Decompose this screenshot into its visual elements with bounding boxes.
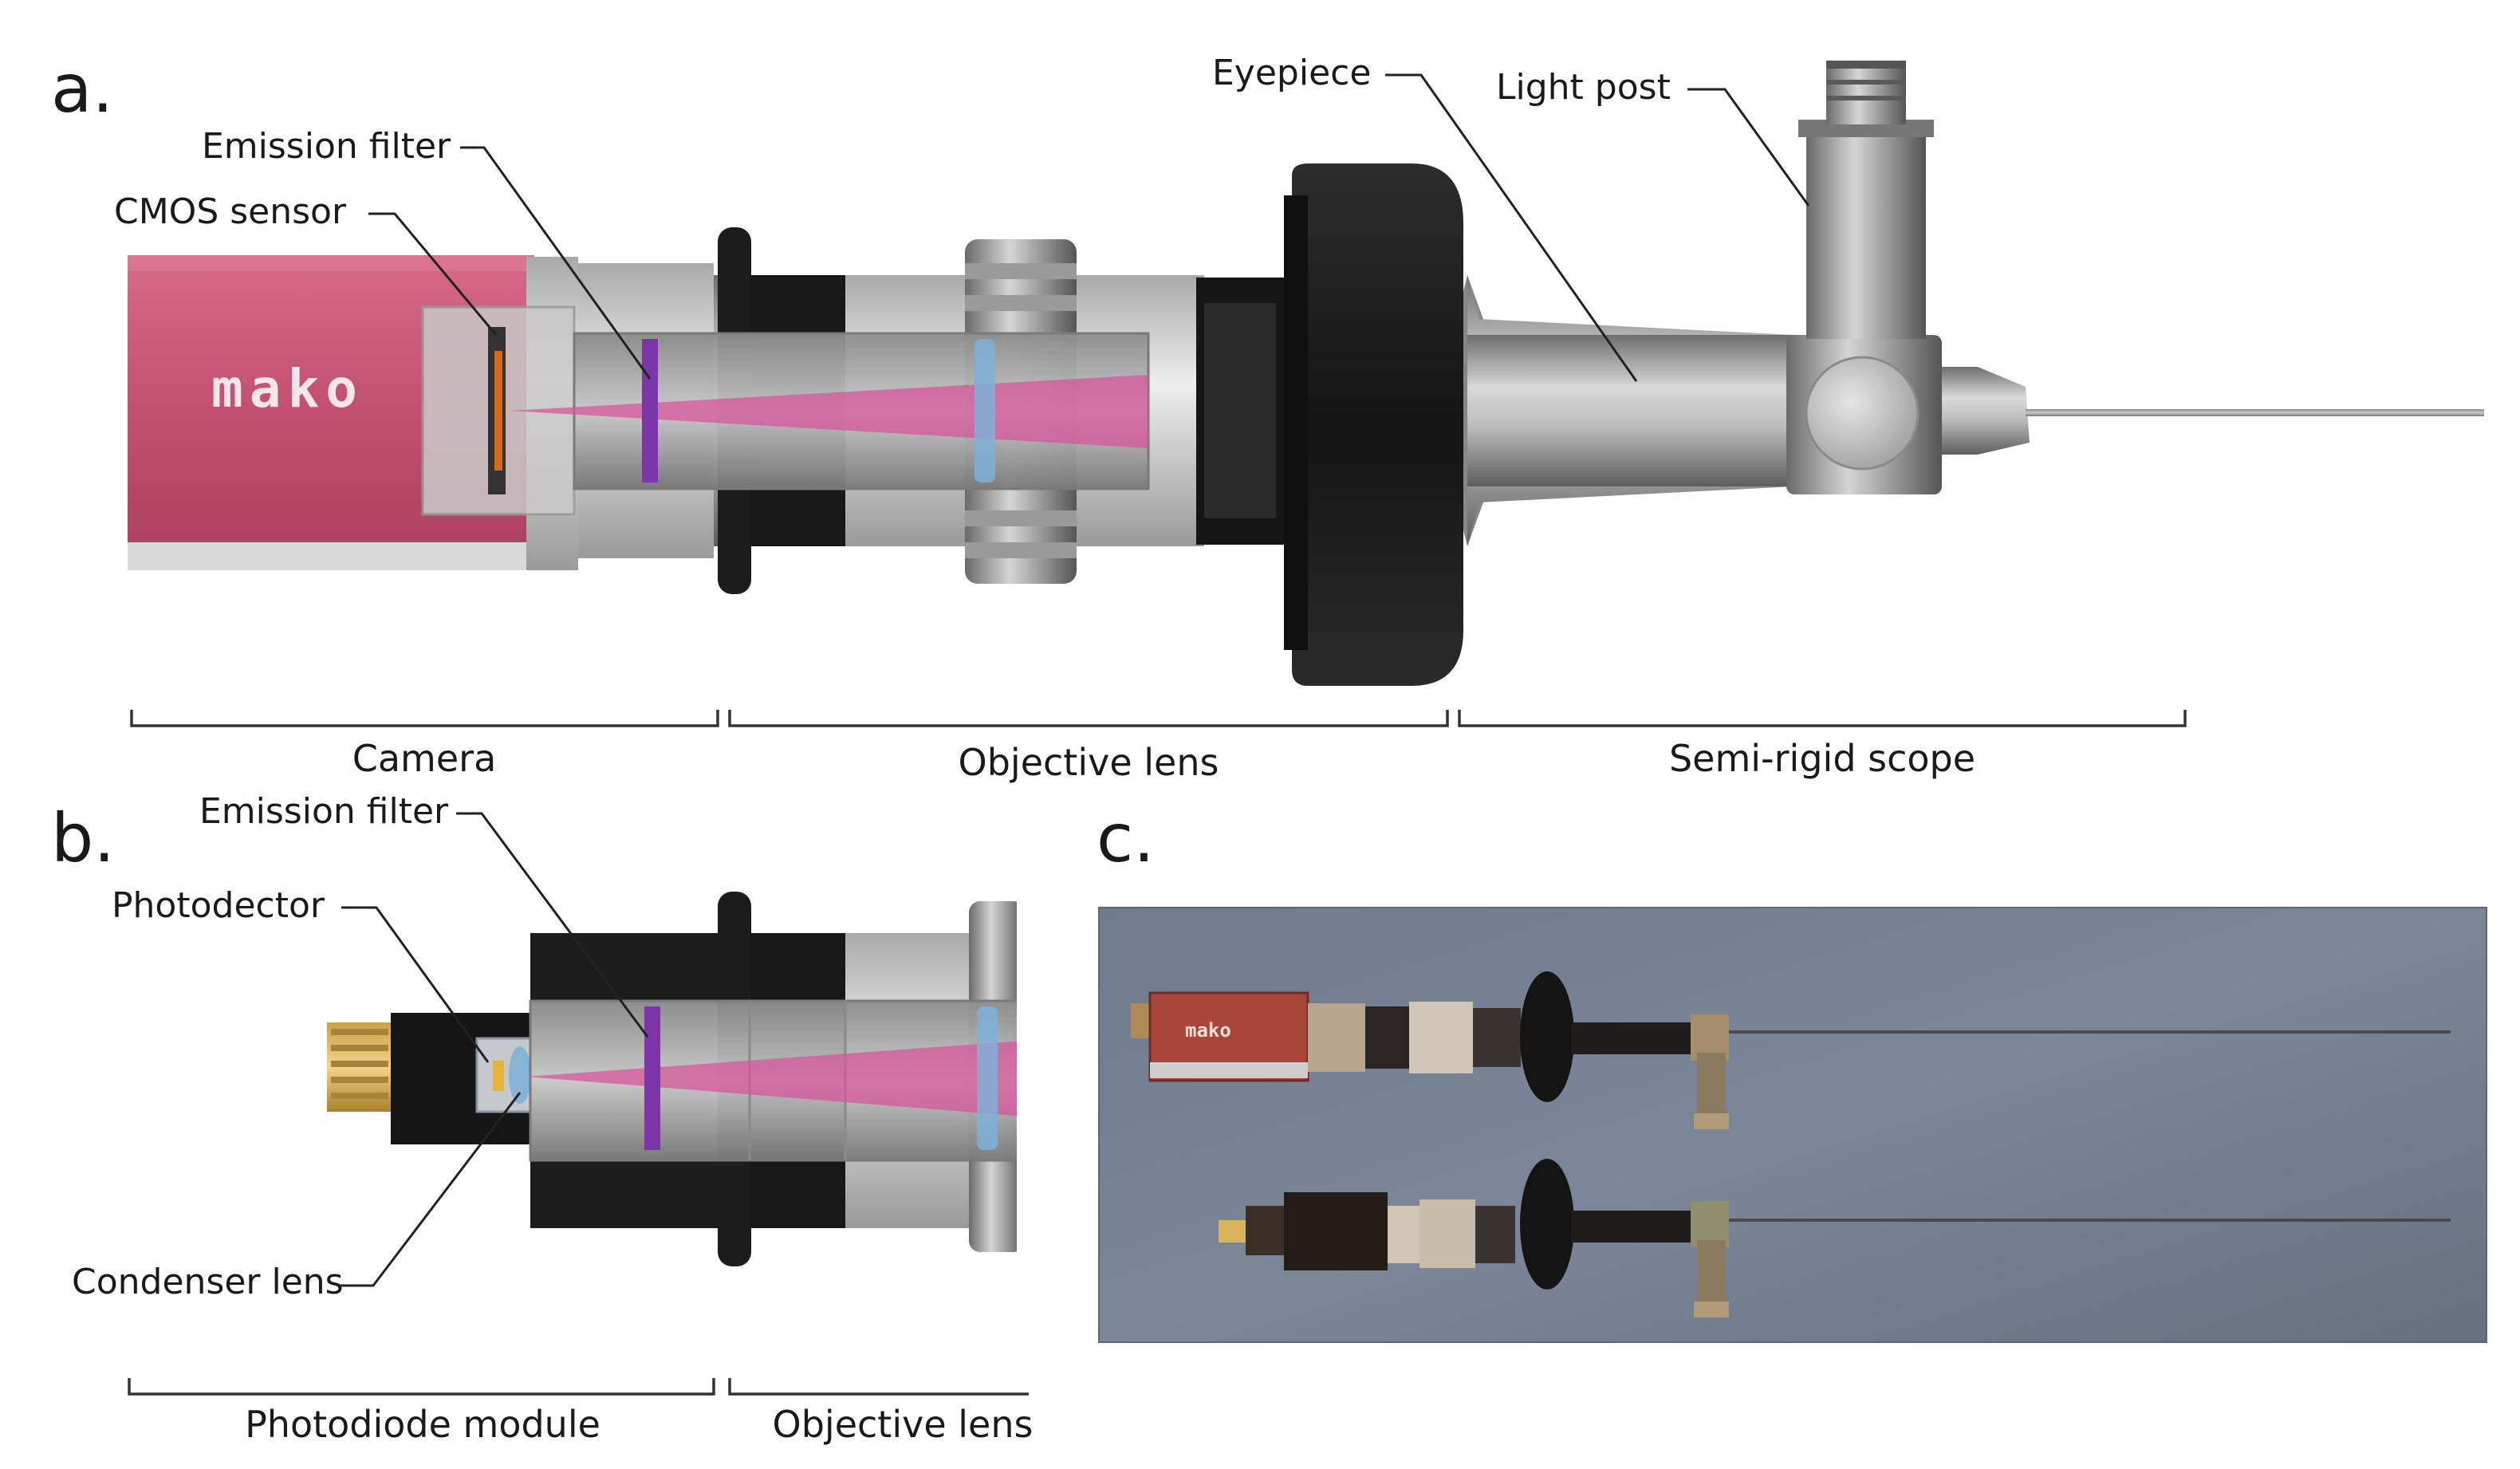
photo-camera-assembly: mako: [1131, 971, 2451, 1129]
objective-lens-element-b: [977, 1006, 998, 1150]
objective-lens-element: [975, 339, 995, 482]
callout-emission-filter-b: Emission filter: [199, 791, 449, 832]
condenser-lens: [509, 1046, 531, 1104]
panel-b-braces: Photodiode module Objective lens: [128, 1378, 1034, 1446]
panel-b-callouts: Emission filter Photodector Condenser le…: [72, 791, 649, 1302]
callout-eyepiece: Eyepiece: [1212, 53, 1371, 93]
emission-filter: [642, 339, 658, 482]
callout-photodetector: Photodector: [112, 885, 325, 926]
scope-shaft: [1467, 335, 1802, 486]
callout-emission-filter-a: Emission filter: [202, 126, 451, 167]
photo-camera-logo: mako: [1185, 1019, 1231, 1042]
photodetector-chip: [493, 1061, 504, 1091]
section-photodiode-module: Photodiode module: [245, 1403, 600, 1446]
section-semi-rigid-scope: Semi-rigid scope: [1669, 737, 1975, 780]
panel-a-device: mako: [128, 61, 2484, 686]
light-post: [1786, 61, 1942, 494]
panel-a-braces: Camera Objective lens Semi-rigid scope: [130, 710, 2187, 784]
panel-b-label: b.: [51, 799, 115, 877]
callout-condenser-lens: Condenser lens: [72, 1262, 344, 1302]
panel-c-label: c.: [1097, 799, 1155, 877]
emission-filter-b: [644, 1006, 660, 1150]
section-objective-lens-b: Objective lens: [773, 1403, 1034, 1446]
panel-c-photo: mako: [1098, 907, 2487, 1343]
panel-a-label: a.: [51, 49, 113, 128]
panel-b-device: [327, 892, 1017, 1266]
section-camera: Camera: [352, 737, 497, 780]
callout-light-post: Light post: [1496, 67, 1671, 108]
needle: [2026, 409, 2484, 416]
callout-cmos-sensor: CMOS sensor: [114, 191, 347, 232]
light-cone-b: [526, 1041, 1017, 1117]
camera-brand-logo: mako: [211, 358, 364, 419]
photo-photodiode-assembly: [1219, 1159, 2451, 1317]
eyepiece-cup: [1292, 163, 1463, 686]
panel-a-callouts: Emission filter CMOS sensor Eyepiece Lig…: [114, 53, 1810, 382]
section-objective-lens-a: Objective lens: [959, 741, 1219, 784]
